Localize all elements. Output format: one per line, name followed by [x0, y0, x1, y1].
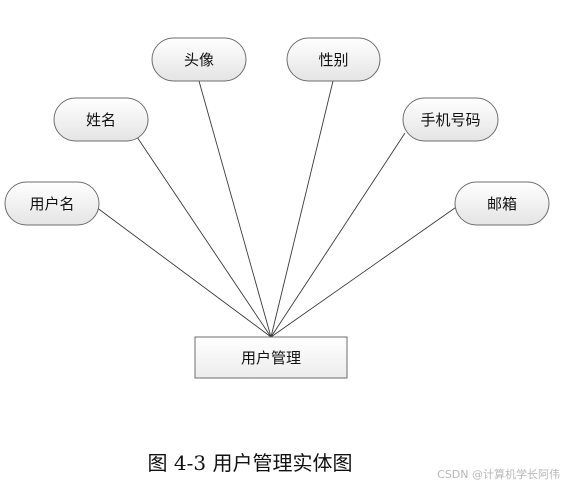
connector-name: [136, 136, 272, 338]
attribute-phone-label: 手机号码: [420, 111, 480, 129]
attribute-name-label: 姓名: [86, 111, 116, 129]
watermark: CSDN @计算机学长阿伟: [437, 468, 560, 481]
connector-phone: [270, 132, 406, 338]
connector-head: [198, 80, 272, 338]
attribute-head-label: 头像: [184, 51, 214, 69]
entity-label: 用户管理: [241, 349, 301, 367]
attribute-email-label: 邮箱: [487, 195, 517, 213]
attribute-name: 姓名: [53, 97, 149, 142]
attribute-head: 头像: [151, 37, 247, 82]
connector-email: [270, 202, 463, 338]
attribute-email: 邮箱: [454, 181, 550, 226]
attribute-gender: 性别: [286, 37, 381, 82]
attribute-phone: 手机号码: [402, 97, 499, 142]
attribute-username: 用户名: [4, 181, 100, 226]
connector-lines: [95, 80, 463, 338]
connector-gender: [270, 80, 334, 338]
figure-caption: 图 4-3 用户管理实体图: [147, 451, 353, 475]
connector-username: [95, 206, 272, 338]
entity-user-management: 用户管理: [194, 336, 348, 379]
attribute-gender-label: 性别: [318, 51, 348, 69]
attribute-username-label: 用户名: [29, 195, 74, 213]
